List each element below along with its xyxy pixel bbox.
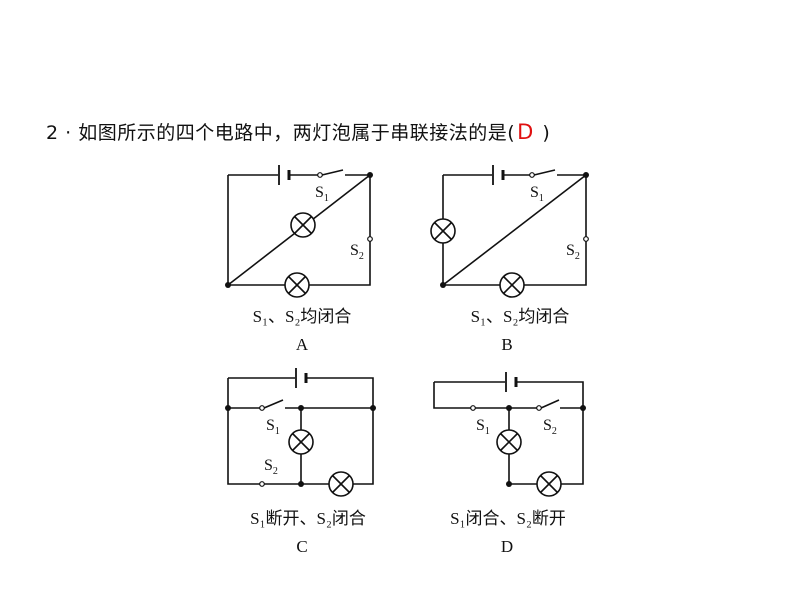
junction-dot — [367, 172, 373, 178]
circuit-b: S1 S2 S₁、S₂均闭合 B — [430, 165, 589, 354]
circuit-b-wires — [442, 174, 587, 286]
switch-s2-icon — [536, 399, 560, 411]
switch-s2-icon — [583, 236, 589, 262]
lamp-icon — [499, 272, 525, 298]
switch-s2-icon — [259, 481, 285, 487]
switch-s1-icon — [317, 169, 344, 178]
question-text: 2 · 如图所示的四个电路中，两灯泡属于串联接法的是(D ) — [46, 118, 550, 145]
circuit-c: S1 S2 S₁断开、S₂闭合 C — [225, 368, 376, 556]
option-letter: D — [501, 537, 513, 556]
switch-s2-icon — [367, 236, 373, 262]
switch-label: S1 — [266, 417, 280, 437]
switch-label: S1 — [476, 417, 490, 437]
switch-s1-icon — [470, 405, 495, 411]
option-letter: B — [501, 335, 512, 354]
junction-dot — [506, 405, 512, 411]
junction-dot — [580, 405, 586, 411]
switch-label: S2 — [264, 457, 278, 477]
lamp-icon — [284, 272, 310, 298]
circuit-a: S1 S2 S₁、S₂均闭合 A — [225, 165, 373, 354]
circuit-d: S1 S2 S₁闭合、S₂断开 D — [433, 372, 586, 556]
junction-dot — [583, 172, 589, 178]
caption: S₁断开、S₂闭合 — [250, 509, 366, 528]
junction-dot — [298, 481, 304, 487]
junction-dot — [298, 405, 304, 411]
junction-dot — [506, 481, 512, 487]
battery-icon — [505, 372, 518, 392]
switch-label: S1 — [530, 184, 544, 204]
battery-icon — [492, 165, 505, 185]
question-suffix: ) — [535, 122, 551, 144]
switch-label: S1 — [315, 184, 329, 204]
switch-s1-icon — [529, 169, 556, 178]
switch-s1-icon — [259, 399, 284, 411]
battery-icon — [295, 368, 308, 388]
question-prefix: 2 · 如图所示的四个电路中，两灯泡属于串联接法的是( — [46, 122, 516, 144]
junction-dot — [370, 405, 376, 411]
lamp-icon — [496, 429, 522, 455]
answer-mark: D — [517, 120, 534, 144]
junction-dot — [225, 405, 231, 411]
option-letter: C — [296, 537, 307, 556]
battery-icon — [278, 165, 291, 185]
option-letter: A — [296, 335, 309, 354]
junction-dot — [225, 282, 231, 288]
caption: S₁、S₂均闭合 — [471, 307, 570, 326]
circuit-d-wires — [433, 381, 584, 485]
lamp-icon — [328, 471, 354, 497]
switch-label: S2 — [566, 242, 580, 262]
junction-dot — [440, 282, 446, 288]
lamp-icon — [430, 218, 456, 244]
lamp-icon — [290, 212, 316, 238]
switch-label: S2 — [350, 242, 364, 262]
lamp-icon — [288, 429, 314, 455]
caption: S₁、S₂均闭合 — [253, 307, 352, 326]
switch-label: S2 — [543, 417, 557, 437]
lamp-icon — [536, 471, 562, 497]
caption: S₁闭合、S₂断开 — [450, 509, 566, 528]
